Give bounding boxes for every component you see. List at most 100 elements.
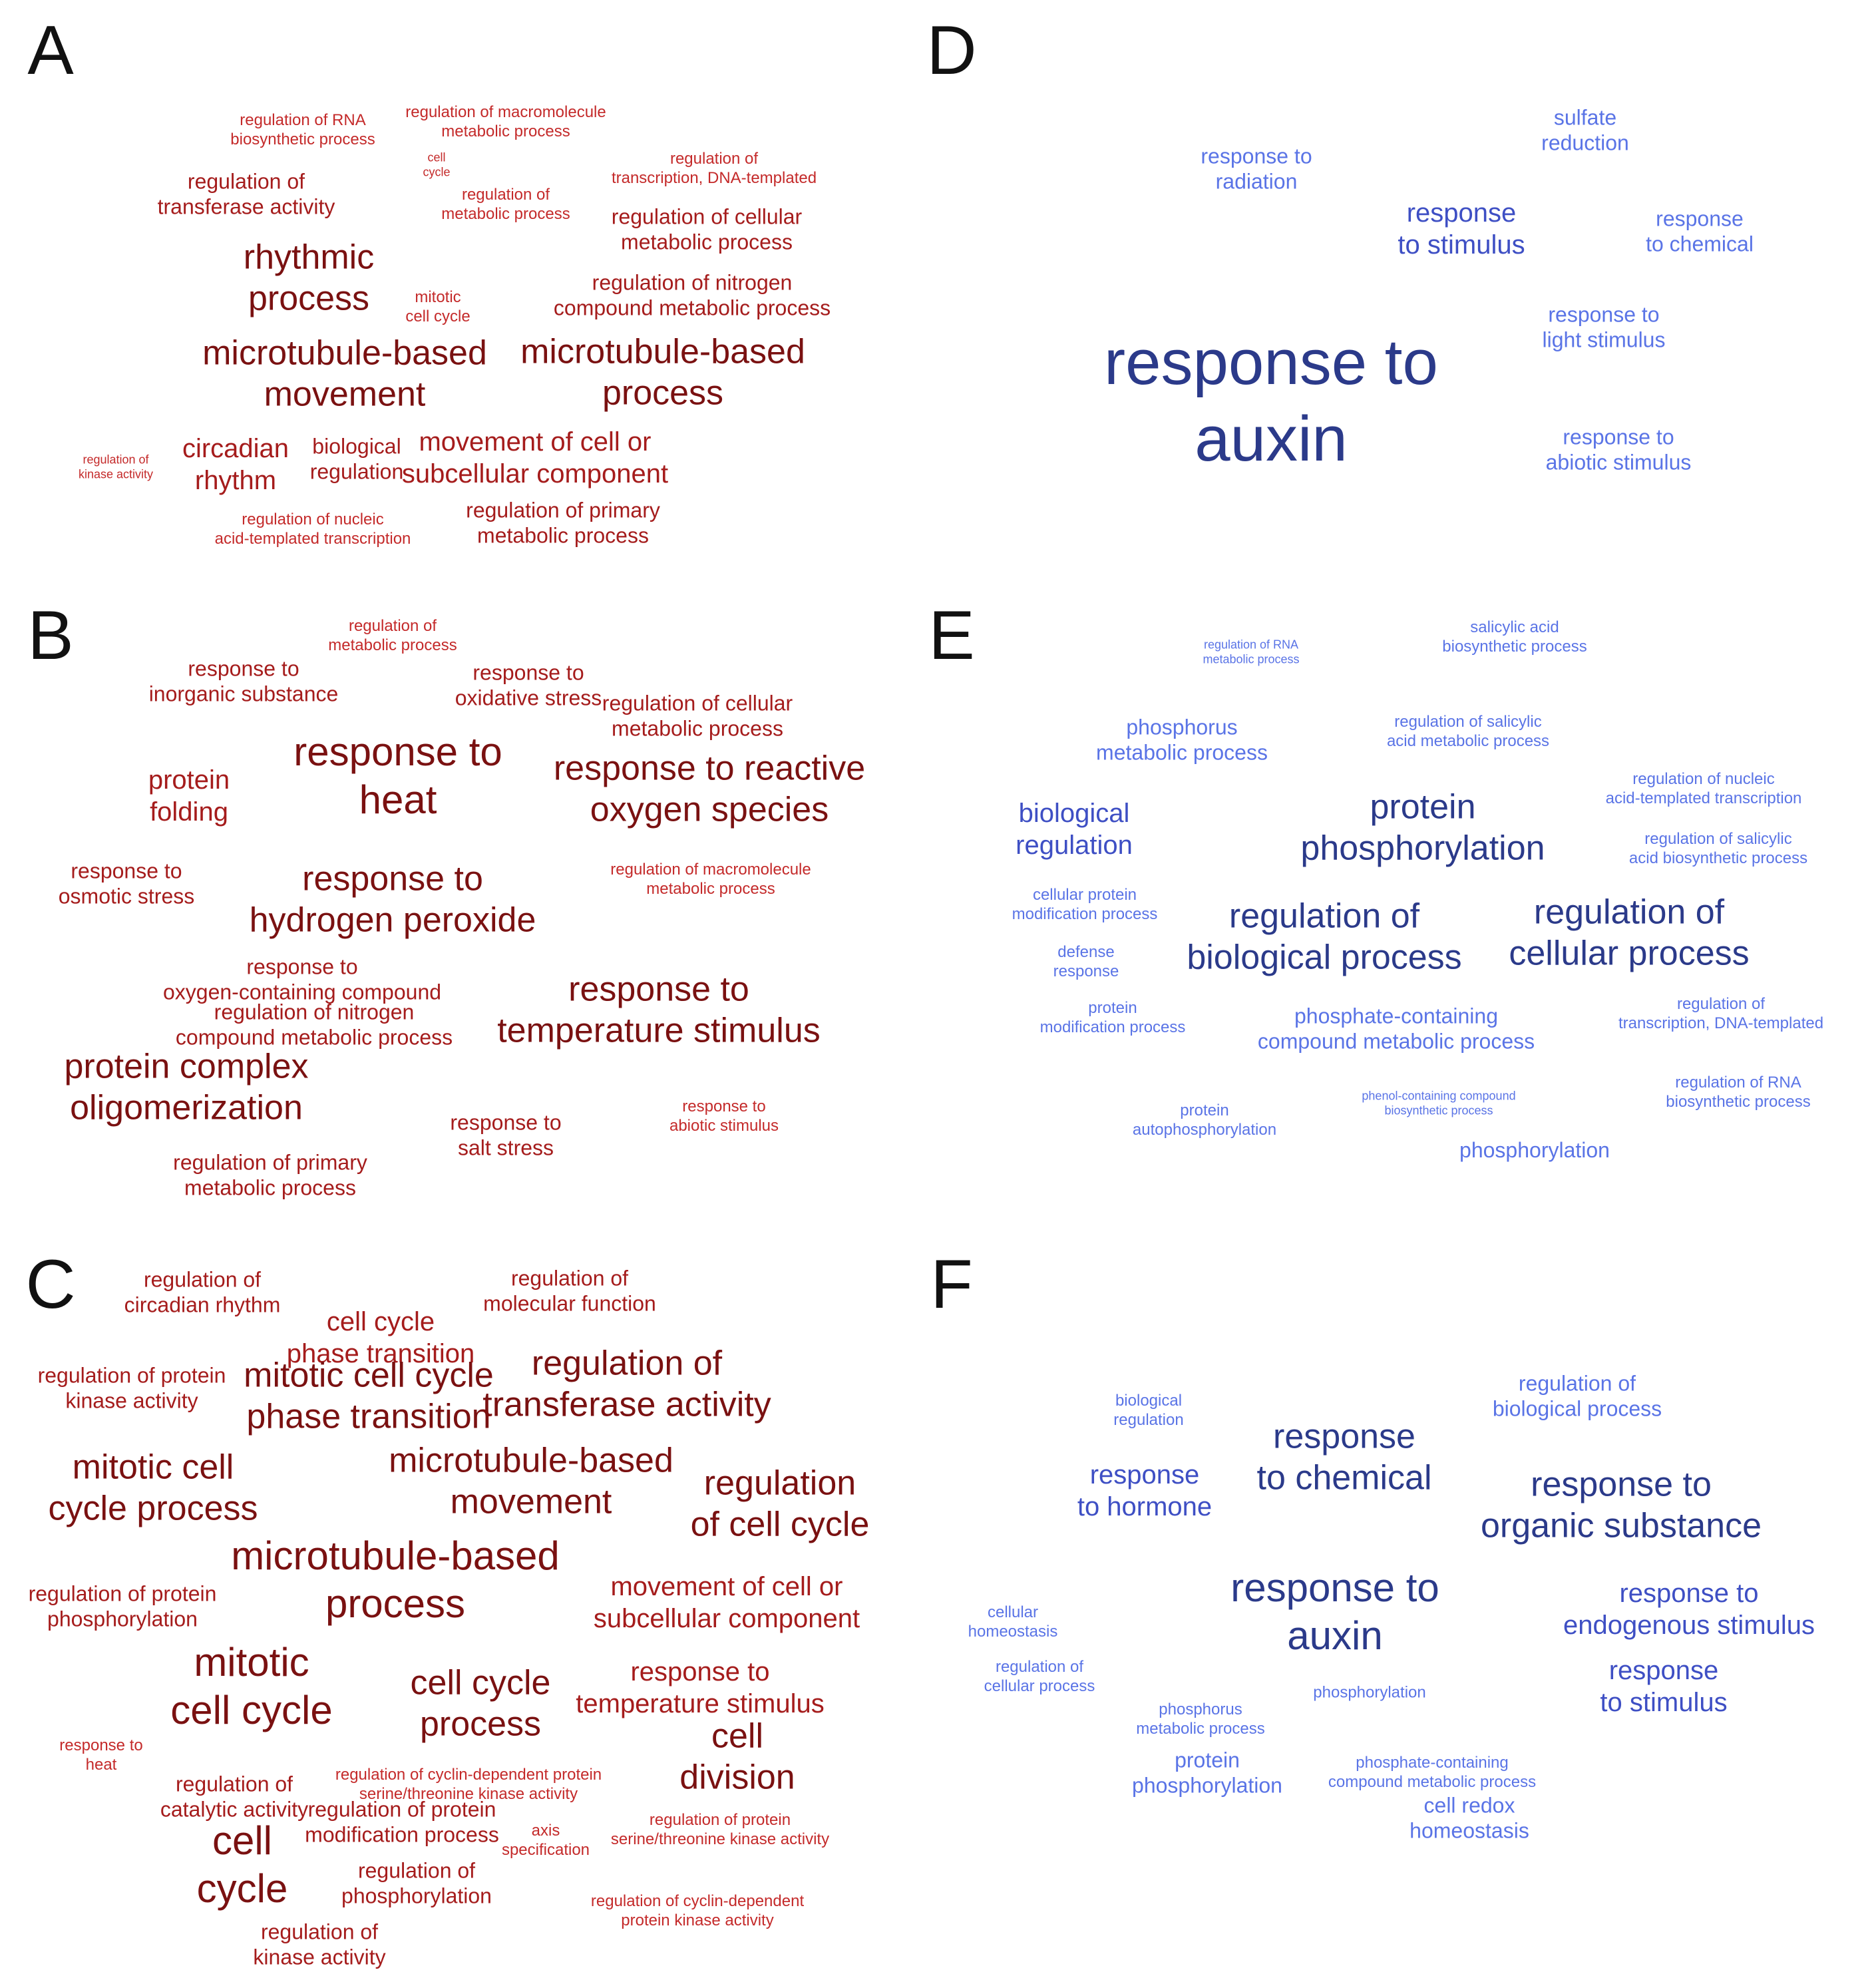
term-line: cellular protein <box>1032 886 1137 904</box>
term-line: process <box>419 1705 542 1744</box>
term-line: regulation of nitrogen <box>214 1000 415 1024</box>
term-line: to stimulus <box>1600 1688 1728 1717</box>
term-line: response <box>1053 962 1119 980</box>
term-line: phosphorylation <box>1132 1774 1282 1798</box>
term-line: cell cycle <box>405 307 470 325</box>
term-line: metabolic process <box>441 205 570 223</box>
term-line: kinase activity <box>78 467 154 481</box>
term-line: cellular process <box>984 1677 1095 1695</box>
panel-label: E <box>928 597 975 674</box>
term-line: regulation of RNA <box>1203 638 1299 652</box>
term-line: phosphate-containing <box>1356 1754 1509 1772</box>
term-line: movement <box>450 1483 612 1521</box>
term-line: regulation of <box>461 186 550 204</box>
term-line: metabolic process <box>1203 652 1300 666</box>
term-line: regulation of nucleic <box>1632 770 1775 789</box>
term-line: rhythm <box>194 466 277 495</box>
term-line: regulation of <box>187 169 305 194</box>
term-line: cell <box>427 150 446 164</box>
term-line: molecular function <box>483 1292 656 1316</box>
term-line: protein <box>1175 1748 1240 1772</box>
term-line: response to <box>1619 1579 1759 1608</box>
term-line: abiotic stimulus <box>1545 451 1692 475</box>
term-line: mitotic cell cycle <box>244 1356 494 1395</box>
panel-label: A <box>27 12 74 89</box>
term-line: regulation of protein <box>28 1581 217 1606</box>
term-line: regulation of <box>1228 896 1420 936</box>
term-line: microtubule-based <box>231 1533 560 1578</box>
term-line: response to <box>1531 1465 1712 1504</box>
term-line: metabolic process <box>646 880 775 898</box>
term-line: regulation of <box>1518 1371 1636 1396</box>
term-line: regulation of <box>1676 995 1766 1014</box>
term-line: subcellular component <box>593 1604 860 1633</box>
term-line: hydrogen peroxide <box>249 901 536 940</box>
term-line: modification process <box>305 1823 499 1847</box>
term-line: regulation <box>309 460 404 484</box>
term-line: cellular <box>987 1603 1039 1622</box>
term-line: regulation of nucleic <box>242 510 384 529</box>
term-line: phase transition <box>286 1339 475 1368</box>
term-phosphorylation: phosphorylation <box>1459 1137 1610 1163</box>
term-line: regulation of <box>175 1772 293 1796</box>
panel-label: B <box>27 597 74 674</box>
term-line: to stimulus <box>1398 230 1525 260</box>
term-line: protein complex <box>64 1047 309 1086</box>
term-line: cycle <box>423 165 451 178</box>
term-line: regulation of primary <box>173 1150 367 1175</box>
term-line: metabolic process <box>1136 1720 1265 1738</box>
term-line: transcription, DNA-templated <box>1618 1014 1824 1032</box>
term-line: regulation of primary <box>466 498 660 522</box>
term-line: protein <box>1088 999 1137 1018</box>
term-line: response to <box>1104 326 1438 398</box>
term-line: catalytic activity <box>160 1798 309 1822</box>
term-line: phosphorus <box>1159 1700 1242 1719</box>
term-line: transferase activity <box>482 1386 771 1424</box>
term-line: response to <box>59 1736 143 1755</box>
term-line: protein kinase activity <box>621 1911 774 1929</box>
term-line: metabolic process <box>477 524 649 548</box>
term-line: to chemical <box>1256 1459 1432 1497</box>
term-line: mitotic <box>194 1640 309 1685</box>
term-line: protein <box>1180 1101 1229 1120</box>
term-line: movement of cell or <box>610 1572 843 1601</box>
term-line: homeostasis <box>1409 1819 1529 1843</box>
term-line: mitotic cell <box>72 1448 234 1487</box>
term-line: kinase activity <box>253 1945 386 1969</box>
term-line: metabolic process <box>328 636 457 654</box>
term-line: regulation of protein <box>37 1363 226 1388</box>
term-line: response to <box>682 1097 766 1116</box>
term-line: phosphate-containing <box>1294 1004 1498 1028</box>
panel-label: F <box>930 1246 973 1323</box>
